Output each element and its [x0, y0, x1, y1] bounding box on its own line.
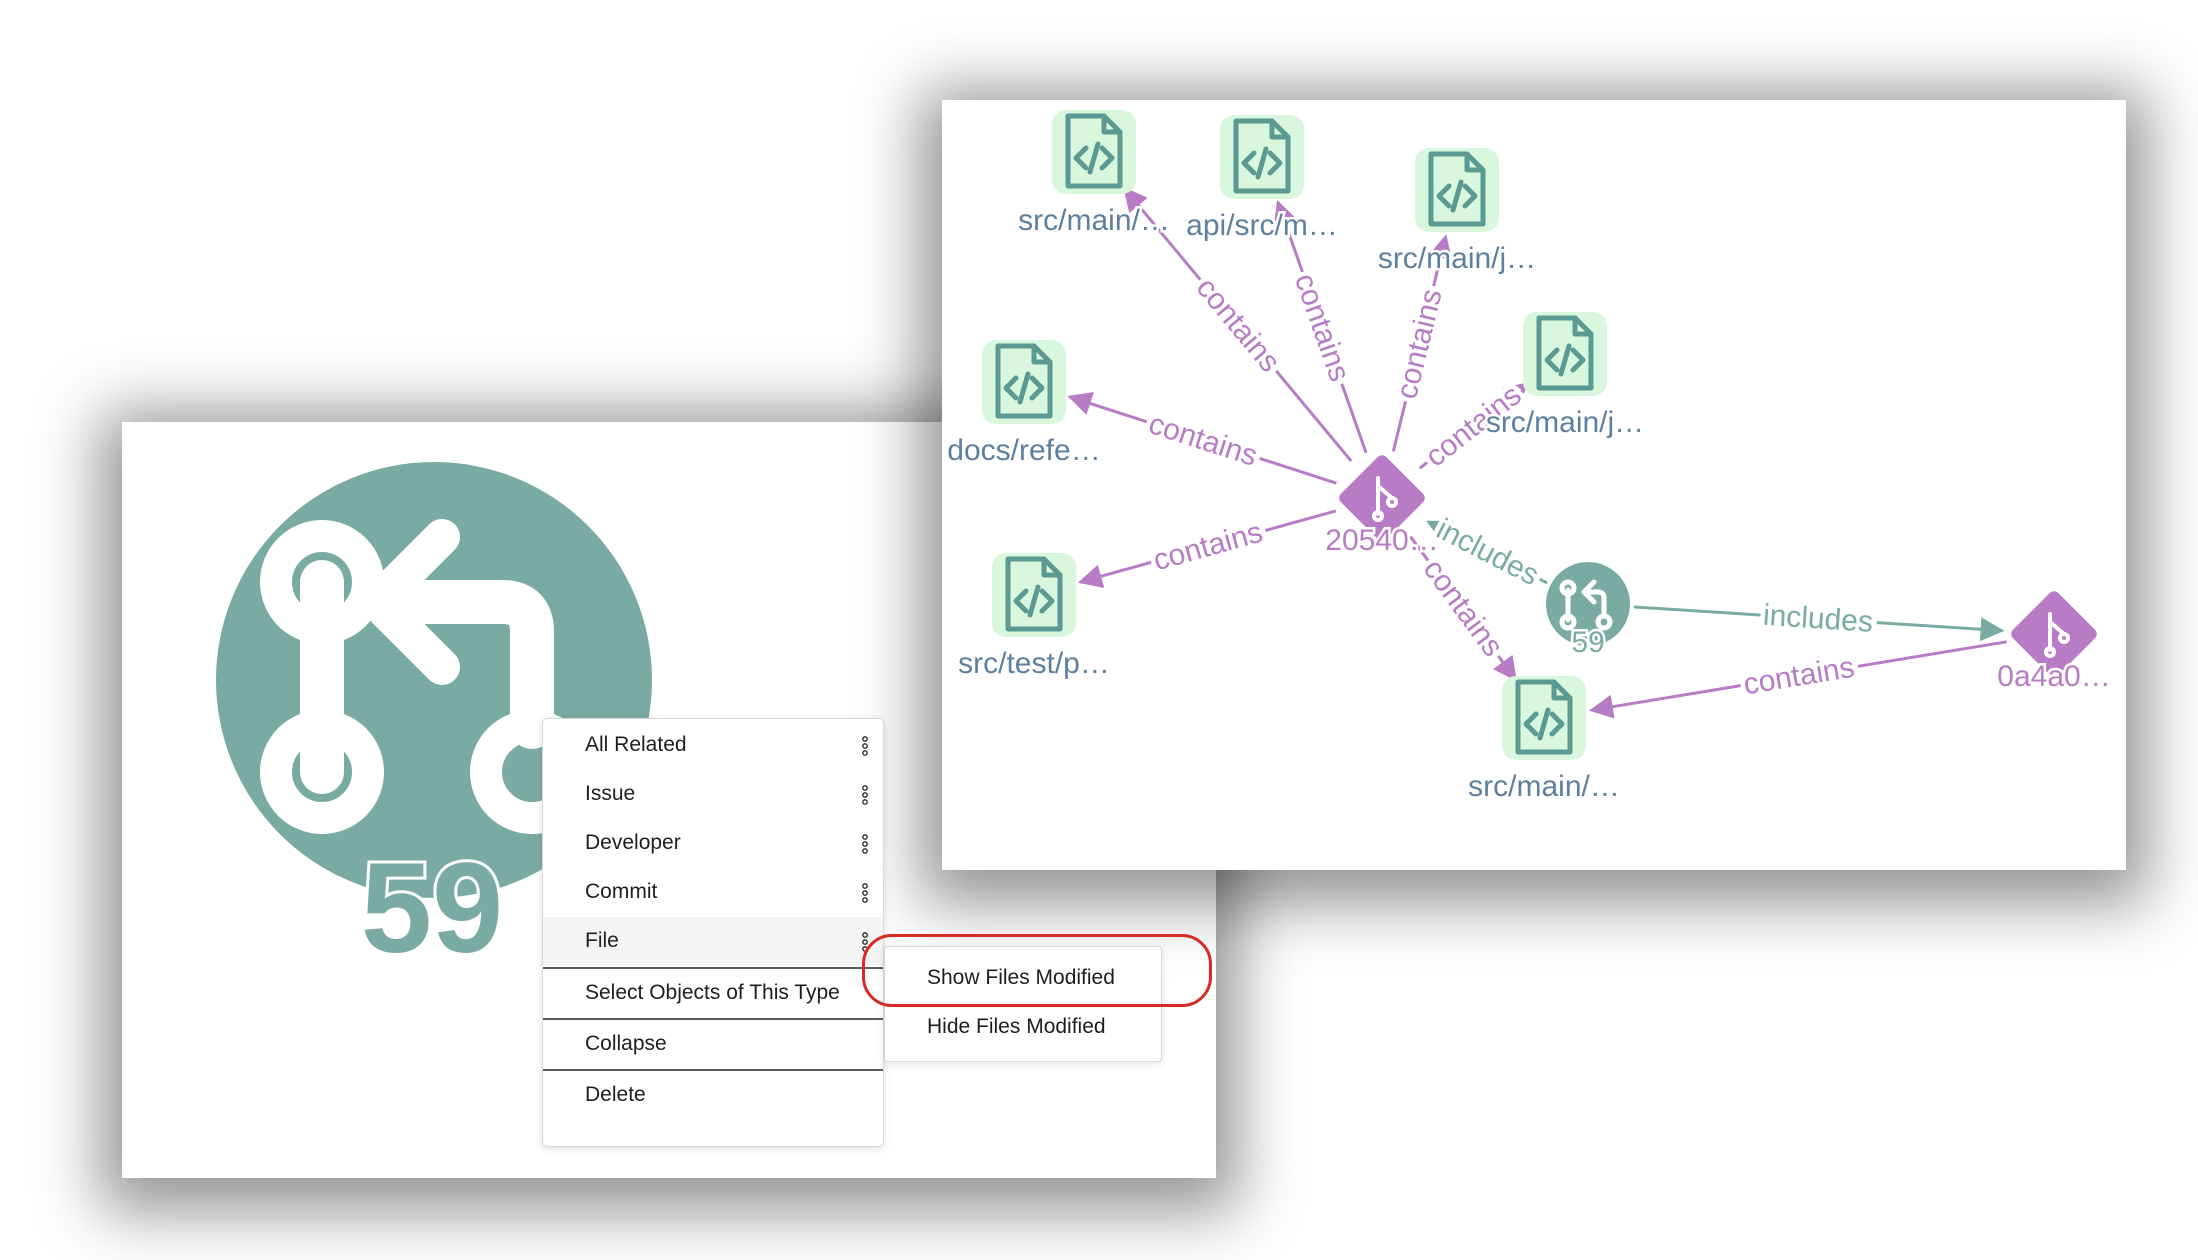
- pull-request-icon: [260, 519, 594, 834]
- commit-node-c1[interactable]: 20540…: [1323, 453, 1441, 560]
- commit-icon: [2044, 612, 2070, 658]
- edge-label: includes: [1762, 599, 1874, 639]
- edge-label: contains: [1145, 407, 1261, 473]
- menu-item-collapse[interactable]: Collapse: [543, 1020, 883, 1068]
- menu-item-commit[interactable]: Commit: [543, 868, 883, 916]
- code-file-icon: [1065, 113, 1123, 189]
- menu-item-delete[interactable]: Delete: [543, 1071, 883, 1119]
- node-label: 20540…: [1325, 524, 1438, 557]
- file-node-f2[interactable]: api/src/m…: [1184, 115, 1340, 245]
- node-label: 0a4a0…: [1997, 660, 2110, 693]
- node-label: src/main/j…: [1486, 406, 1644, 439]
- edge-label: contains: [1741, 651, 1857, 702]
- menu-item-label: Select Objects of This Type: [585, 981, 840, 1004]
- edge-line: [1391, 234, 1453, 452]
- edge-c2-f7[interactable]: contains: [1588, 640, 2007, 719]
- code-file-icon: [1428, 151, 1486, 227]
- code-file-icon: [1515, 679, 1573, 755]
- commit-icon: [1372, 476, 1398, 522]
- edge-c1-f6[interactable]: contains: [1077, 509, 1337, 588]
- menu-divider: [543, 1069, 883, 1071]
- file-node-f5[interactable]: docs/refe…: [945, 340, 1103, 470]
- pull-request-node-pr[interactable]: 59: [1546, 562, 1630, 662]
- node-label: src/main/…: [1468, 770, 1620, 803]
- submenu-indicator-icon: [862, 834, 868, 854]
- edge-line: [1409, 535, 1517, 682]
- pull-request-node-large-label: 59: [361, 837, 503, 980]
- commit-node-diamond: [1339, 455, 1425, 541]
- edge-line: [1123, 187, 1353, 463]
- menu-item-all-related[interactable]: All Related: [543, 721, 883, 769]
- file-node-f7[interactable]: src/main/…: [1466, 676, 1622, 806]
- node-label: src/main/j…: [1378, 242, 1536, 275]
- code-file-icon: [1536, 315, 1594, 391]
- menu-item-label: File: [585, 929, 619, 952]
- menu-item-developer[interactable]: Developer: [543, 819, 883, 867]
- edge-label: contains: [1150, 516, 1267, 578]
- submenu-indicator-icon: [862, 785, 868, 805]
- edge-line: [1273, 200, 1368, 454]
- edge-label: contains: [1288, 269, 1356, 385]
- commit-node-c2[interactable]: 0a4a0…: [1995, 589, 2113, 696]
- submenu-item-label: Hide Files Modified: [927, 1015, 1106, 1038]
- menu-item-label: Commit: [585, 880, 658, 903]
- edge-line: [1426, 520, 1548, 585]
- node-label: 59: [1571, 626, 1604, 659]
- edge-line: [1077, 509, 1337, 588]
- edge-line: [1633, 605, 2005, 642]
- edge-line: [1418, 382, 1530, 470]
- code-file-icon: [1005, 556, 1063, 632]
- code-file-icon: [1233, 118, 1291, 194]
- commit-node-diamond: [2011, 591, 2097, 677]
- submenu-item-label: Show Files Modified: [927, 966, 1115, 989]
- submenu-indicator-icon: [862, 736, 868, 756]
- menu-item-label: All Related: [585, 733, 687, 756]
- edge-label: contains: [1190, 271, 1287, 378]
- edge-line: [1067, 392, 1337, 485]
- file-node-f1[interactable]: src/main/…: [1016, 110, 1172, 240]
- context-menu: All Related Issue Developer Commit File …: [542, 718, 884, 1147]
- node-label: docs/refe…: [947, 434, 1100, 467]
- node-label: src/main/…: [1018, 204, 1170, 237]
- edge-line: [1588, 640, 2007, 719]
- file-node-f3[interactable]: src/main/j…: [1375, 148, 1539, 278]
- highlight-annotation: [862, 934, 1212, 1007]
- submenu-item-show-files-modified[interactable]: Show Files Modified: [885, 953, 1161, 1001]
- submenu-item-hide-files-modified[interactable]: Hide Files Modified: [885, 1002, 1161, 1050]
- menu-item-label: Delete: [585, 1083, 646, 1106]
- menu-divider: [543, 1018, 883, 1020]
- menu-divider: [543, 967, 883, 969]
- file-node-f6[interactable]: src/test/p…: [956, 553, 1112, 683]
- menu-item-file[interactable]: File: [543, 917, 883, 965]
- edge-pr-c2[interactable]: includes: [1633, 594, 2005, 643]
- file-node-f4[interactable]: src/main/j…: [1483, 312, 1647, 442]
- pull-request-icon: [1559, 579, 1613, 631]
- menu-item-select-objects-of-type[interactable]: Select Objects of This Type: [543, 969, 883, 1017]
- menu-item-issue[interactable]: Issue: [543, 770, 883, 818]
- edge-c1-f5[interactable]: contains: [1067, 392, 1337, 485]
- node-label: api/src/m…: [1186, 209, 1338, 242]
- submenu-indicator-icon: [862, 883, 868, 903]
- node-label: src/test/p…: [958, 647, 1110, 680]
- menu-item-label: Issue: [585, 782, 636, 805]
- code-file-icon: [995, 343, 1053, 419]
- edge-label: contains: [1390, 286, 1449, 402]
- menu-item-label: Collapse: [585, 1032, 667, 1055]
- menu-item-label: Developer: [585, 831, 681, 854]
